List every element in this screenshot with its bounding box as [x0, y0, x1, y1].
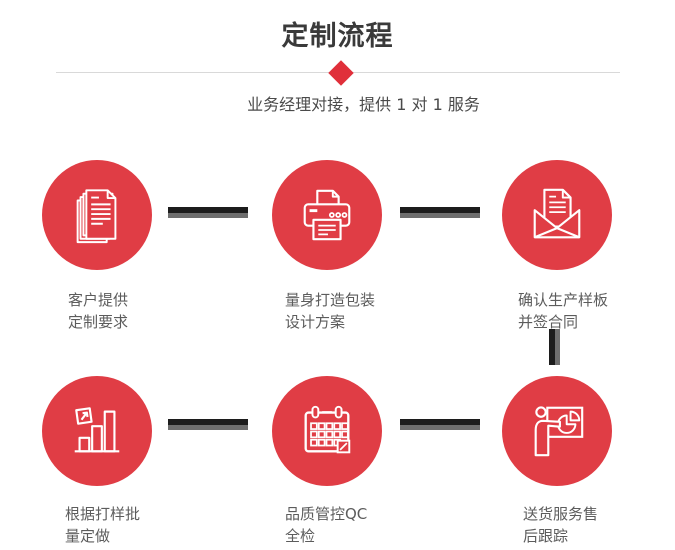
step-label-4: 根据打样批 量定做 — [65, 503, 140, 547]
step-label-6: 送货服务售 后跟踪 — [523, 503, 598, 547]
connector-step5-step6 — [400, 419, 480, 430]
step-label-6-line2: 后跟踪 — [523, 527, 569, 545]
connector-step1-step2 — [168, 207, 248, 218]
step-circle-1 — [42, 160, 152, 270]
step-label-1-line1: 客户提供 — [68, 291, 129, 309]
step-circle-2 — [272, 160, 382, 270]
calendar-icon — [304, 405, 351, 454]
page-title: 定制流程 — [281, 21, 394, 52]
connector-step3-step6 — [549, 329, 560, 365]
connector-step2-step3 — [400, 207, 480, 218]
bar-chart-icon — [74, 407, 120, 453]
step-label-5-line1: 品质管控QC — [285, 505, 368, 523]
step-circle-6 — [502, 376, 612, 486]
step-label-3-line1: 确认生产样板 — [518, 291, 609, 309]
step-circle-5 — [272, 376, 382, 486]
presenter-board-icon — [534, 406, 584, 457]
step-label-2: 量身打造包装 设计方案 — [285, 289, 375, 333]
step-label-5: 品质管控QC 全检 — [285, 503, 367, 547]
subtitle: 业务经理对接，提供 1 对 1 服务 — [247, 95, 480, 114]
step-label-3: 确认生产样板 并签合同 — [518, 289, 608, 333]
step-label-2-line1: 量身打造包装 — [285, 291, 376, 309]
step-label-4-line1: 根据打样批 — [65, 505, 141, 523]
envelope-letter-icon — [533, 188, 581, 239]
diamond-accent-icon — [328, 60, 354, 86]
step-label-1: 客户提供 定制要求 — [68, 289, 128, 333]
step-label-5-line2: 全检 — [285, 527, 316, 545]
step-label-6-line1: 送货服务售 — [523, 505, 599, 523]
step-label-4-line2: 量定做 — [65, 527, 111, 545]
connector-step4-step5 — [168, 419, 248, 430]
step-circle-3 — [502, 160, 612, 270]
documents-icon — [76, 189, 117, 244]
step-label-3-line2: 并签合同 — [518, 313, 579, 331]
step-label-1-line2: 定制要求 — [68, 313, 129, 331]
step-label-2-line2: 设计方案 — [285, 313, 346, 331]
printer-icon — [303, 189, 351, 241]
step-circle-4 — [42, 376, 152, 486]
